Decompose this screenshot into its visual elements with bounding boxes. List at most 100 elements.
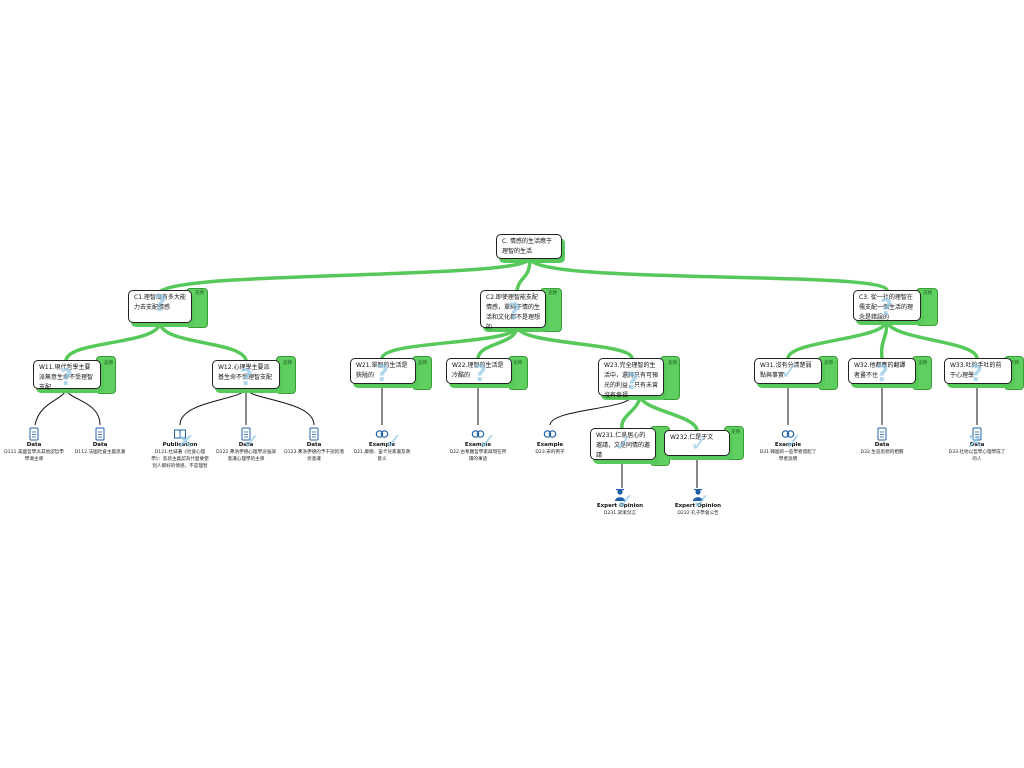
node-w21-text: W21.單智的生活是狹隘的 xyxy=(356,362,408,379)
node-w232-text: W232.仁是于文 xyxy=(670,434,714,441)
node-w21[interactable]: W21.單智的生活是狹隘的 xyxy=(350,358,416,384)
question-mark-icon: ? xyxy=(880,296,893,321)
question-mark-icon: ? xyxy=(60,366,73,391)
example-icon xyxy=(471,430,485,438)
node-w231-text: W231.仁息居心的邀請，文是同情的邀請 xyxy=(596,432,651,459)
support-tag-c1: 支持 xyxy=(195,291,204,296)
evidence-type: Data xyxy=(306,442,322,448)
node-c2[interactable]: C2.即使理智能支配情感，單純于情的生活和文化都不是理想的 xyxy=(480,290,546,331)
evidence-type: Publication xyxy=(162,442,198,448)
cross-mark-icon: ✕ xyxy=(176,430,195,455)
data-document-icon xyxy=(972,427,982,441)
node-w231[interactable]: W231.仁息居心的邀請，文是同情的邀請 xyxy=(590,428,656,460)
check-mark-icon: ✓ xyxy=(780,360,799,385)
evidence-type: Data xyxy=(92,442,108,448)
node-w32-text: W32.他都應的翻譯者畫不住 xyxy=(854,362,906,379)
data-document-icon xyxy=(29,427,39,441)
node-w22[interactable]: W22.理智的生活是冷酷的 xyxy=(446,358,512,384)
check-mark-icon: ✓ xyxy=(614,432,633,457)
check-mark-icon: ✓ xyxy=(692,490,711,515)
evidence-type: Expert Opinion xyxy=(674,503,722,509)
node-w12[interactable]: W12.心理學主要派基生命不受理智支配 xyxy=(212,360,280,389)
evidence-type: Data xyxy=(969,442,985,448)
claim-text: C. 情感的生活應于理智的生活 xyxy=(502,238,553,255)
node-c2-text: C2.即使理智能支配情感，單純于情的生活和文化都不是理想的 xyxy=(486,294,541,331)
evidence-d31[interactable]: Example D31.韓國的一些學者發起了學者說明 xyxy=(758,427,818,463)
evidence-desc: D111.美國哲學派其他認哲學學潮主導 xyxy=(4,450,64,462)
check-mark-icon: ✓ xyxy=(478,430,497,455)
node-w232[interactable]: W232.仁是于文 xyxy=(664,430,730,456)
evidence-d121[interactable]: Publication D121.杜威著《社會心理學》：悲惡主義認為什麼要使別人… xyxy=(150,427,210,470)
evidence-type: Data xyxy=(26,442,42,448)
evidence-d122[interactable]: Data D122.弗洛伊德心理學派強調意識心理學的主導 xyxy=(216,427,276,463)
evidence-d112[interactable]: Data D112.法國社會主義思潮 xyxy=(70,427,130,456)
evidence-desc: D112.法國社會主義思潮 xyxy=(74,450,126,455)
node-c3[interactable]: C3. 從一社的理智在儒支配一個生活的理念是錯誤的 xyxy=(853,290,921,321)
node-w32[interactable]: W32.他都應的翻譯者畫不住 xyxy=(848,358,916,384)
node-w31[interactable]: W31.沒有分清楚弱點與事實 xyxy=(754,358,822,384)
node-w11-text: W11.現代哲學主要派無意生命不受理智支配 xyxy=(39,364,94,391)
check-mark-icon: ✓ xyxy=(616,490,635,515)
evidence-d22[interactable]: Example D22.古希臘哲學家與現在所謂的事迹 xyxy=(448,427,508,463)
evidence-d33[interactable]: Data D33.社他以哲學心理學成了的人 xyxy=(947,427,1007,463)
data-document-icon xyxy=(95,427,105,441)
node-c3-text: C3. 從一社的理智在儒支配一個生活的理念是錯誤的 xyxy=(859,294,914,321)
evidence-desc: D121.杜威著《社會心理學》：悲惡主義認為什麼要使別人那好的情感，不是理智 xyxy=(151,450,209,469)
claim-node[interactable]: C. 情感的生活應于理智的生活 xyxy=(496,234,562,259)
data-document-icon xyxy=(877,427,887,441)
support-tag-w22: 支持 xyxy=(513,361,522,366)
evidence-type: Example xyxy=(774,442,802,448)
book-icon xyxy=(174,429,186,439)
evidence-d32[interactable]: Data D32.生涯思想的相關 xyxy=(852,427,912,456)
node-w23[interactable]: W23.完全理智的生活中，還將只有可預光的利益，只有未曾沒有幸福 xyxy=(598,358,664,399)
node-w23-text: W23.完全理智的生活中，還將只有可預光的利益，只有未曾沒有幸福 xyxy=(604,362,659,399)
example-icon xyxy=(543,430,557,438)
expert-icon xyxy=(615,489,625,501)
node-w12-text: W12.心理學主要派基生命不受理智支配 xyxy=(218,364,273,381)
question-mark-icon: ? xyxy=(626,370,639,395)
check-mark-icon: ✓ xyxy=(690,432,709,457)
evidence-desc: D22.古希臘哲學家與現在所謂的事迹 xyxy=(449,450,507,462)
evidence-desc: D23.宋的例子 xyxy=(535,450,565,455)
question-mark-icon: ? xyxy=(876,362,889,387)
evidence-d123[interactable]: Data D123.弗洛伊德的予干說的潛伏意識 xyxy=(284,427,344,463)
check-mark-icon: ✓ xyxy=(242,430,261,455)
support-tag-w21: 支持 xyxy=(418,361,427,366)
evidence-type: Example xyxy=(464,442,492,448)
evidence-type: Expert Opinion xyxy=(596,503,644,509)
support-tag-w32: 支持 xyxy=(918,361,927,366)
support-tag-w33: 支持 xyxy=(1010,361,1019,366)
question-mark-icon: ? xyxy=(240,366,253,391)
evidence-type: Data xyxy=(238,442,254,448)
cross-mark-icon: ✕ xyxy=(966,430,985,455)
evidence-d111[interactable]: Data D111.美國哲學派其他認哲學學潮主導 xyxy=(4,427,64,463)
node-w33-text: W33.吐的手吐的前于心理學 xyxy=(950,362,1002,379)
node-w11[interactable]: W11.現代哲學主要派無意生命不受理智支配 xyxy=(33,360,101,391)
support-tag-w11: 支持 xyxy=(104,361,113,366)
evidence-desc: D31.韓國的一些學者發起了學者說明 xyxy=(759,450,817,462)
evidence-d232[interactable]: Expert Opinion D232.孔子學會公告 xyxy=(668,488,728,517)
support-tag-c2: 支持 xyxy=(548,291,557,296)
evidence-desc: D231.梁漱溟言 xyxy=(603,511,637,516)
evidence-desc: D32.生涯思想的相關 xyxy=(860,450,904,455)
support-tag-w12: 支持 xyxy=(283,361,292,366)
expert-icon xyxy=(693,489,703,501)
evidence-type: Data xyxy=(874,442,890,448)
evidence-d23[interactable]: Example D23.宋的例子 xyxy=(520,427,580,456)
evidence-d231[interactable]: Expert Opinion D231.梁漱溟言 xyxy=(590,488,650,517)
support-tag-w31: 支持 xyxy=(824,361,833,366)
support-tag-c3: 支持 xyxy=(923,291,932,296)
node-c1[interactable]: C1.理智沒有多大能力去支配情感 xyxy=(128,290,192,323)
node-w31-text: W31.沒有分清楚弱點與事實 xyxy=(760,362,812,379)
evidence-desc: D33.社他以哲學心理學成了的人 xyxy=(948,450,1006,462)
example-icon xyxy=(781,430,795,438)
evidence-d21[interactable]: Example D21.康德、笛卡兒家書及政意义 xyxy=(352,427,412,463)
node-w22-text: W22.理智的生活是冷酷的 xyxy=(452,362,504,379)
data-document-icon xyxy=(241,427,251,441)
node-w33[interactable]: W33.吐的手吐的前于心理學 xyxy=(944,358,1012,384)
evidence-type: Example xyxy=(368,442,396,448)
question-mark-icon: ? xyxy=(474,362,487,387)
question-mark-icon: ? xyxy=(508,300,521,325)
